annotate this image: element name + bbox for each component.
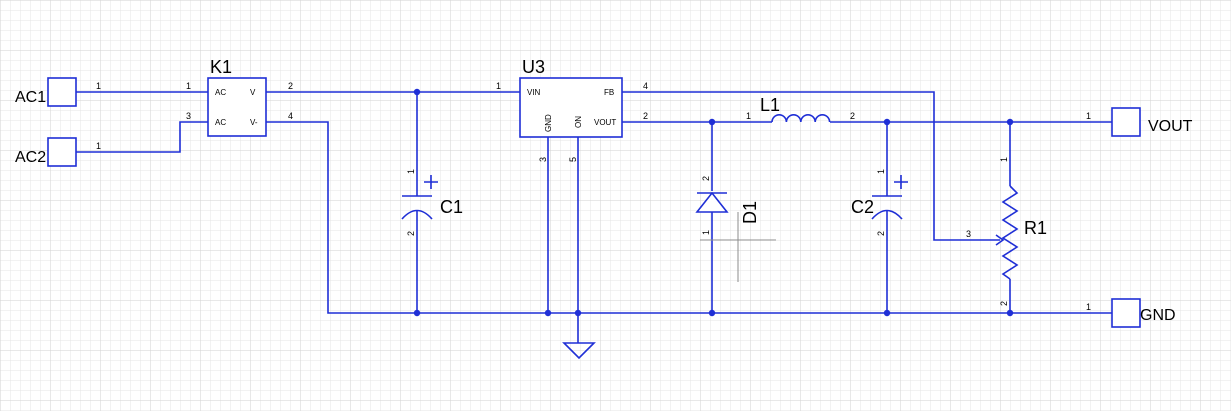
k1-pin-vminus-label: V- (250, 118, 258, 127)
pin-number: 2 (643, 111, 648, 121)
port-gnd[interactable]: GND 1 (1086, 298, 1176, 328)
r1-ref: R1 (1024, 218, 1047, 238)
pin-number: 1 (96, 81, 101, 91)
u3-pin-vout-label: VOUT (594, 118, 616, 127)
port-ac2-label: AC2 (15, 149, 46, 166)
pin-number: 1 (701, 230, 711, 235)
k1-body[interactable] (207, 77, 267, 137)
junction-dot (413, 309, 421, 317)
junction-dot (413, 88, 421, 96)
c1-ref: C1 (440, 197, 463, 217)
pin-number: 2 (850, 111, 855, 121)
d1-triangle (695, 191, 729, 213)
port-vout-box[interactable] (1111, 107, 1141, 137)
component-r1[interactable]: R1 1 2 3 (966, 157, 1047, 306)
pin-number: 2 (406, 231, 416, 236)
u3-pin-gnd-label: GND (544, 114, 553, 132)
port-vout-label: VOUT (1148, 118, 1193, 135)
component-k1[interactable]: K1 AC AC V V- 1 3 2 4 (186, 57, 293, 137)
u3-pin-vin-label: VIN (527, 88, 541, 97)
junction-dot (574, 309, 582, 317)
port-ac1-box[interactable] (47, 77, 77, 107)
junctions (413, 88, 1014, 317)
pin-number: 1 (1086, 111, 1091, 121)
l1-ref: L1 (760, 95, 780, 115)
pin-number: 1 (876, 169, 886, 174)
junction-dot (883, 118, 891, 126)
r1-zigzag (1001, 185, 1019, 280)
component-d1[interactable]: D1 2 1 (695, 176, 776, 282)
port-ac2-box[interactable] (47, 137, 77, 167)
ground-symbol (562, 342, 596, 360)
pin-number: 2 (288, 81, 293, 91)
port-ac1[interactable]: AC1 1 (15, 77, 101, 107)
wire-ground-rail (266, 121, 1010, 314)
l1-coil (771, 114, 831, 123)
pin-number: 3 (538, 157, 548, 162)
junction-dot (708, 118, 716, 126)
port-ac1-label: AC1 (15, 89, 46, 106)
pin-number: 1 (999, 157, 1009, 162)
pin-number: 1 (746, 111, 751, 121)
junction-dot (708, 309, 716, 317)
pin-number: 3 (186, 111, 191, 121)
pin-number: 1 (96, 141, 101, 151)
junction-dot (1006, 309, 1014, 317)
wire-u3-fb-r1 (622, 91, 1000, 241)
port-vout[interactable]: VOUT 1 (1086, 107, 1193, 137)
junction-dot (544, 309, 552, 317)
pin-number: 1 (406, 169, 416, 174)
pin-number: 4 (643, 81, 648, 91)
junction-dot (883, 309, 891, 317)
port-gnd-label: GND (1140, 307, 1176, 324)
c1-plus-icon (424, 175, 438, 189)
pin-number: 2 (999, 301, 1009, 306)
k1-pin-ac-label: AC (215, 118, 226, 127)
pin-number: 5 (568, 157, 578, 162)
k1-pin-ac-label: AC (215, 88, 226, 97)
port-gnd-box[interactable] (1111, 298, 1141, 328)
pin-number: 2 (876, 231, 886, 236)
pin-number: 1 (496, 81, 501, 91)
d1-ref: D1 (740, 201, 760, 224)
component-c2[interactable]: C2 1 2 (851, 169, 908, 236)
u3-body[interactable] (519, 77, 623, 138)
k1-pin-v-label: V (250, 88, 256, 97)
u3-pin-on-label: ON (574, 116, 583, 128)
component-u3[interactable]: U3 VIN FB VOUT GND ON 1 4 2 3 5 (496, 57, 648, 162)
pin-number: 4 (288, 111, 293, 121)
k1-ref: K1 (210, 57, 232, 77)
pin-number: 1 (186, 81, 191, 91)
pin-number: 1 (1086, 302, 1091, 312)
r1-wiper-arrow (995, 234, 1005, 246)
wire-ac2-k1 (76, 121, 208, 153)
c2-plus-icon (894, 175, 908, 189)
port-ac2[interactable]: AC2 1 (15, 137, 101, 167)
wires (76, 91, 1112, 343)
pin-number: 2 (701, 176, 711, 181)
component-c1[interactable]: C1 1 2 (401, 169, 463, 236)
u3-ref: U3 (522, 57, 545, 77)
component-l1[interactable]: L1 1 2 (746, 95, 855, 123)
u3-pin-fb-label: FB (604, 88, 614, 97)
pin-number: 3 (966, 229, 971, 239)
junction-dot (1006, 118, 1014, 126)
c2-ref: C2 (851, 197, 874, 217)
